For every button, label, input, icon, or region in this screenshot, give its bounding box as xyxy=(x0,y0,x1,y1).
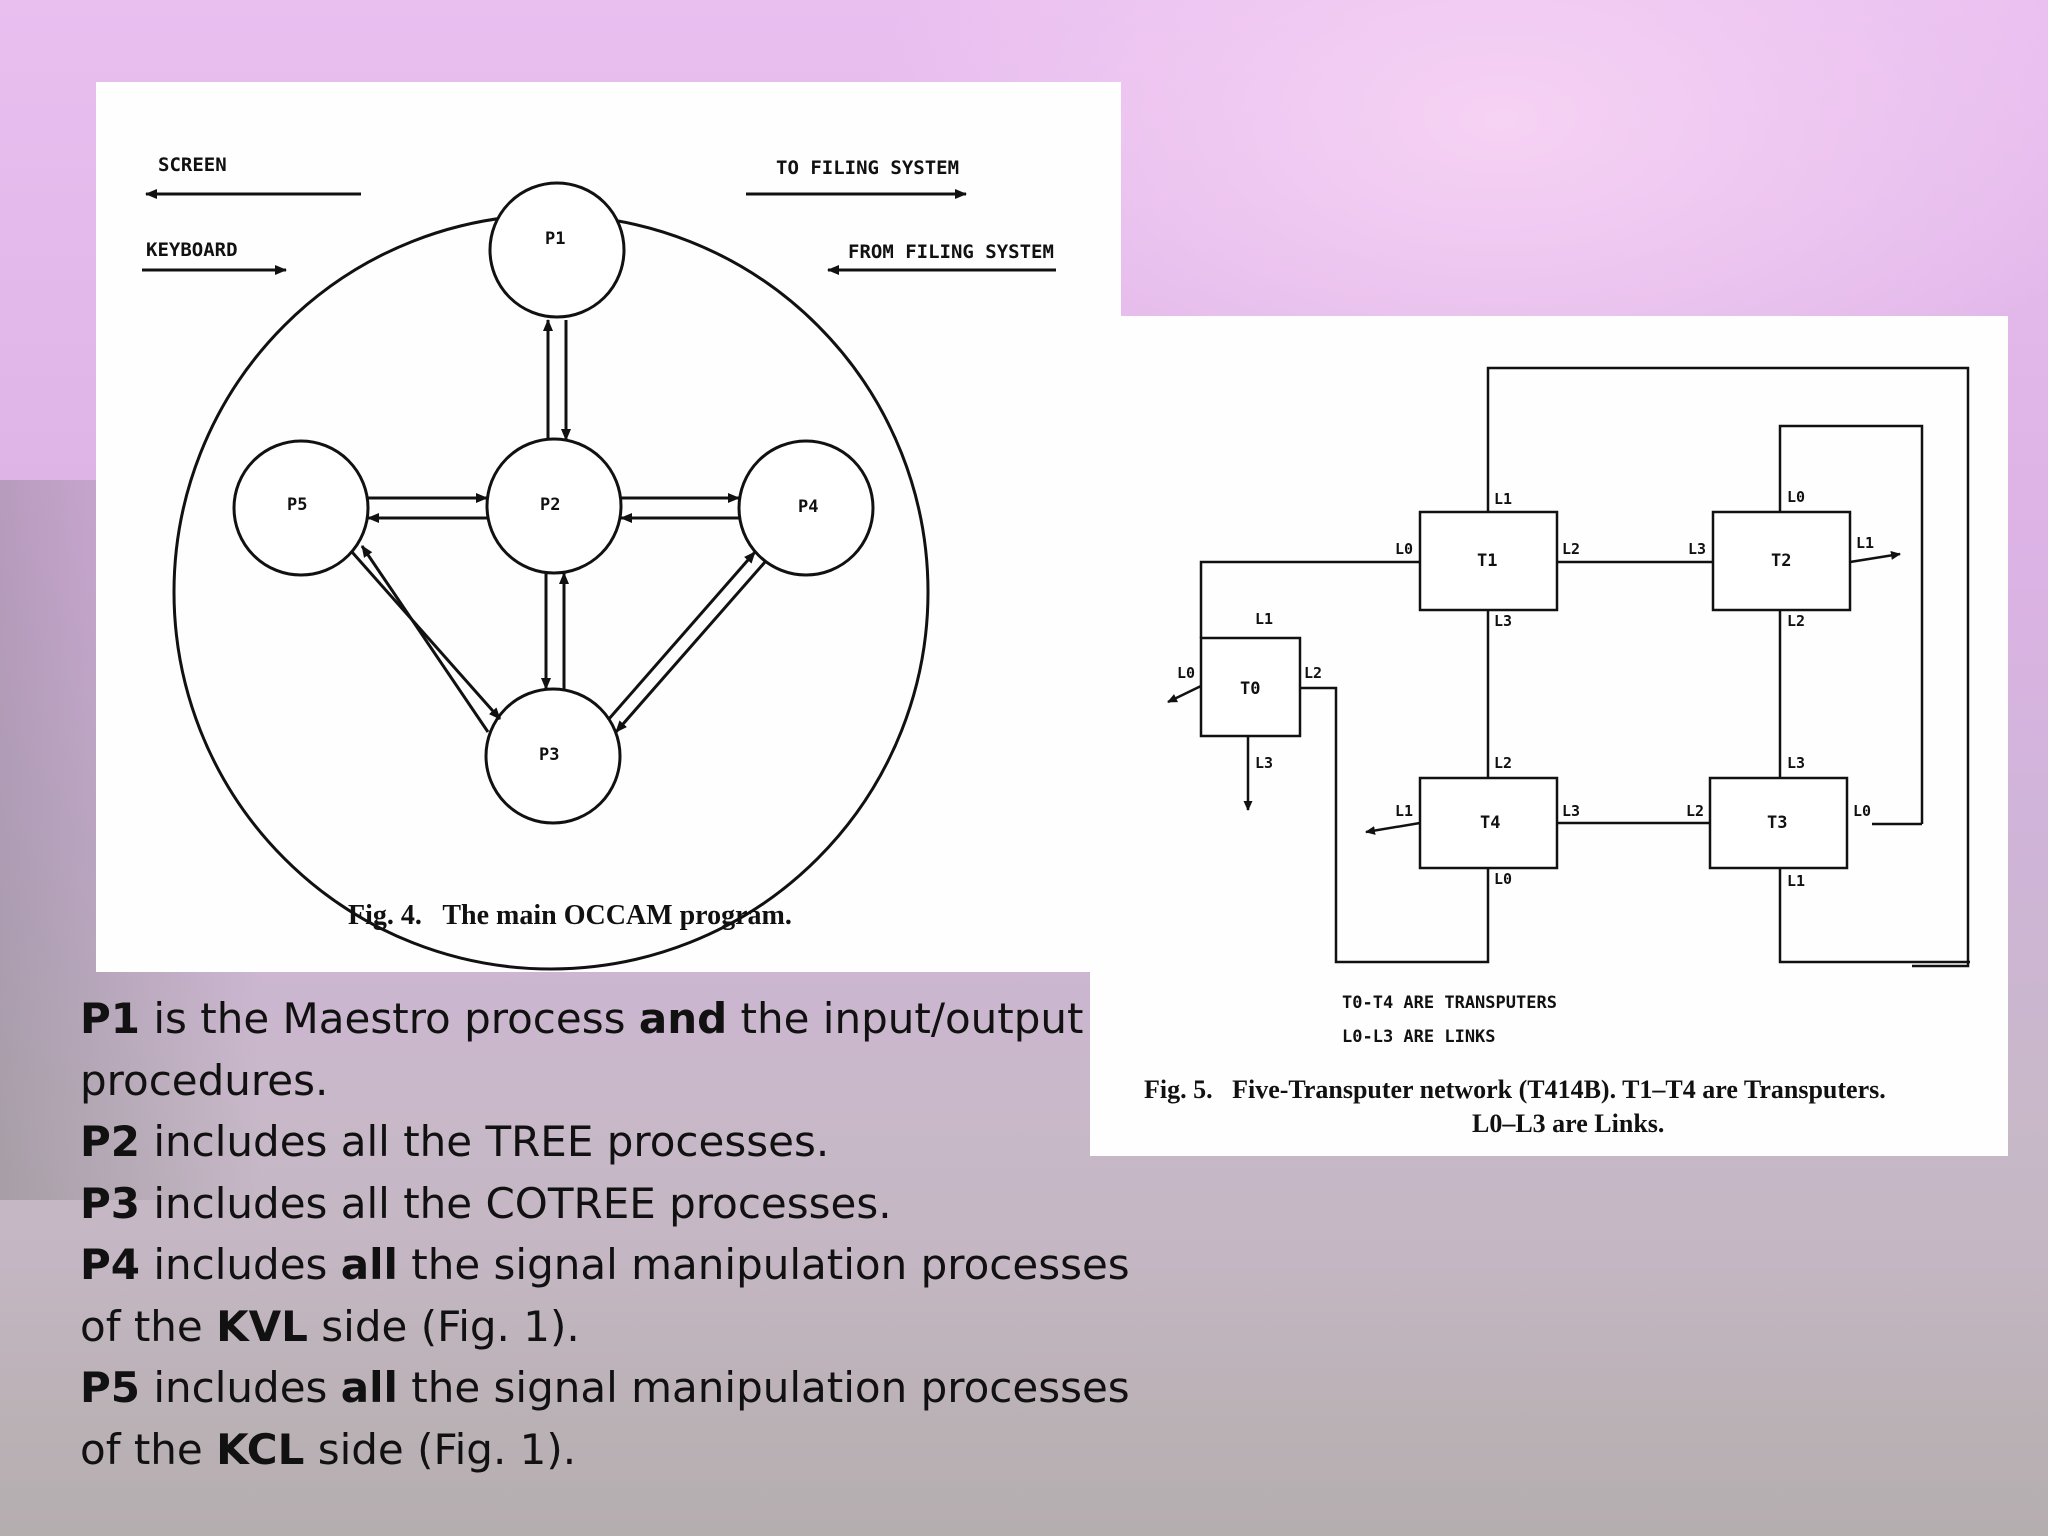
transputer-t1 xyxy=(1418,510,1559,612)
wire-t2-l0-loop xyxy=(1778,424,1924,824)
t1-link-l1-label: L1 xyxy=(1494,490,1512,508)
transputer-t0 xyxy=(1199,636,1302,738)
t0-link-l0-label: L0 xyxy=(1177,664,1195,682)
t2-link-l2-label: L2 xyxy=(1787,612,1805,630)
t3-link-l0-label: L0 xyxy=(1853,802,1871,820)
desc-line-2-text: procedures. xyxy=(80,1055,329,1105)
process-p1-label: P1 xyxy=(545,229,565,249)
transputer-t0-label: T0 xyxy=(1240,679,1260,699)
arrow-p3-to-p4 xyxy=(606,551,757,721)
arrow-p4-to-p3 xyxy=(614,561,767,733)
t4-link-l3-label: L3 xyxy=(1562,802,1580,820)
desc-p1-bold: P1 xyxy=(80,994,141,1043)
t2-l1-arrow xyxy=(1849,550,1901,564)
desc-all-bold-1: all xyxy=(340,1240,398,1289)
process-p1 xyxy=(488,181,626,319)
screen-label: SCREEN xyxy=(158,154,227,176)
t3-link-l1-label: L1 xyxy=(1787,872,1805,890)
desc-p3-bold: P3 xyxy=(80,1178,141,1228)
desc-line-1-text: is the Maestro process xyxy=(140,994,639,1043)
desc-and-bold: and xyxy=(638,994,728,1043)
wire-t3-l1-loop xyxy=(1778,868,1970,964)
transputer-t4 xyxy=(1418,776,1559,870)
description-line-5: P4 includes all the signal manipulation … xyxy=(80,1234,1130,1296)
outer-program-circle xyxy=(172,213,930,971)
figure-4-diagram: SCREEN KEYBOARD TO FILING SYSTEM FROM FI… xyxy=(142,154,1056,971)
transputer-t3 xyxy=(1708,776,1849,870)
note-transputers: T0-T4 ARE TRANSPUTERS xyxy=(1342,993,1557,1013)
t2-link-l0-label: L0 xyxy=(1787,488,1805,506)
arrow-p3-to-p5 xyxy=(360,545,490,733)
desc-p2-bold: P2 xyxy=(80,1117,141,1166)
description-line-3: P2 includes all the TREE processes. xyxy=(80,1111,1120,1173)
transputer-t3-label: T3 xyxy=(1767,813,1787,833)
desc-line-8-text: of the xyxy=(80,1424,217,1474)
transputer-t2-label: T2 xyxy=(1771,551,1791,571)
wire-t0-l2-to-t4-l0 xyxy=(1300,686,1490,964)
description-line-6: of the KVL side (Fig. 1). xyxy=(80,1296,1120,1358)
from-filing-label: FROM FILING SYSTEM xyxy=(848,241,1054,263)
process-p5-label: P5 xyxy=(287,495,307,515)
desc-line-5-text: includes xyxy=(140,1240,341,1289)
t1-link-l3-label: L3 xyxy=(1494,612,1512,630)
figure-5-caption-line-1: Fig. 5. Five-Transputer network (T414B).… xyxy=(1144,1075,1886,1104)
desc-line-3-text: includes all the TREE processes. xyxy=(140,1117,830,1166)
process-p3 xyxy=(484,687,622,825)
description-line-7: P5 includes all the signal manipulation … xyxy=(80,1357,1130,1419)
desc-line-7-text-2: the signal manipulation processes xyxy=(397,1363,1130,1412)
process-p5 xyxy=(232,439,370,577)
description-line-2: procedures. xyxy=(80,1050,1120,1112)
t0-l0-arrow xyxy=(1167,684,1202,704)
arrow-p5-to-p3 xyxy=(350,551,502,720)
desc-line-8-text-2: side (Fig. 1). xyxy=(304,1424,577,1474)
t4-link-l1-label: L1 xyxy=(1395,802,1413,820)
process-p4-label: P4 xyxy=(798,497,818,517)
t4-link-l0-label: L0 xyxy=(1494,870,1512,888)
figure-5-diagram: T0 T1 T2 T3 T4 L0 L1 L2 L3 L0 L1 L2 L3 L… xyxy=(1144,366,1970,1138)
desc-kvl-bold: KVL xyxy=(216,1301,308,1351)
to-filing-label: TO FILING SYSTEM xyxy=(776,157,959,179)
t1-link-l2-label: L2 xyxy=(1562,540,1580,558)
t0-link-l3-label: L3 xyxy=(1255,754,1273,772)
t2-link-l3-label: L3 xyxy=(1688,540,1706,558)
process-p2 xyxy=(485,437,623,575)
keyboard-label: KEYBOARD xyxy=(146,239,238,261)
desc-line-7-text: includes xyxy=(140,1363,341,1412)
figure-5-caption-line-2: L0–L3 are Links. xyxy=(1472,1109,1664,1138)
desc-line-1-text-2: the input/output xyxy=(727,994,1084,1043)
t4-l1-arrow xyxy=(1365,821,1421,835)
desc-line-5-text-2: the signal manipulation processes xyxy=(397,1240,1130,1289)
desc-line-6-text: of the xyxy=(80,1301,217,1351)
wire-t0-l1-to-t1-l0 xyxy=(1199,560,1420,638)
note-links: L0-L3 ARE LINKS xyxy=(1342,1027,1496,1047)
desc-kcl-bold: KCL xyxy=(216,1424,305,1474)
transputer-t4-label: T4 xyxy=(1480,813,1500,833)
desc-line-6-text-2: side (Fig. 1). xyxy=(307,1301,580,1351)
t3-link-l3-label: L3 xyxy=(1787,754,1805,772)
t0-link-l2-label: L2 xyxy=(1304,664,1322,682)
description-line-1: P1 is the Maestro process and the input/… xyxy=(80,988,1120,1050)
desc-p5-bold: P5 xyxy=(80,1363,141,1412)
desc-line-4-text: includes all the COTREE processes. xyxy=(140,1178,892,1228)
t3-link-l2-label: L2 xyxy=(1686,802,1704,820)
t1-link-l0-label: L0 xyxy=(1395,540,1413,558)
desc-p4-bold: P4 xyxy=(80,1240,141,1289)
t0-link-l1-label: L1 xyxy=(1255,610,1273,628)
t4-link-l2-label: L2 xyxy=(1494,754,1512,772)
desc-all-bold-2: all xyxy=(340,1363,398,1412)
process-p2-label: P2 xyxy=(540,495,560,515)
description-line-4: P3 includes all the COTREE processes. xyxy=(80,1173,1120,1235)
figure-4-caption: Fig. 4. The main OCCAM program. xyxy=(348,900,792,931)
figure-4-occam-program: SCREEN KEYBOARD TO FILING SYSTEM FROM FI… xyxy=(96,82,1121,972)
transputer-t2 xyxy=(1711,510,1852,612)
wire-t1-l1-to-t3-l0 xyxy=(1486,366,1970,968)
description-line-8: of the KCL side (Fig. 1). xyxy=(80,1419,1120,1481)
t2-link-l1-label: L1 xyxy=(1856,534,1874,552)
transputer-t1-label: T1 xyxy=(1477,551,1497,571)
process-p4 xyxy=(737,439,875,577)
process-p3-label: P3 xyxy=(539,745,559,765)
background-floor xyxy=(0,1260,2048,1536)
process-description: P1 is the Maestro process and the input/… xyxy=(80,988,1130,1481)
figure-5-transputer-network: T0 T1 T2 T3 T4 L0 L1 L2 L3 L0 L1 L2 L3 L… xyxy=(1090,316,2008,1156)
